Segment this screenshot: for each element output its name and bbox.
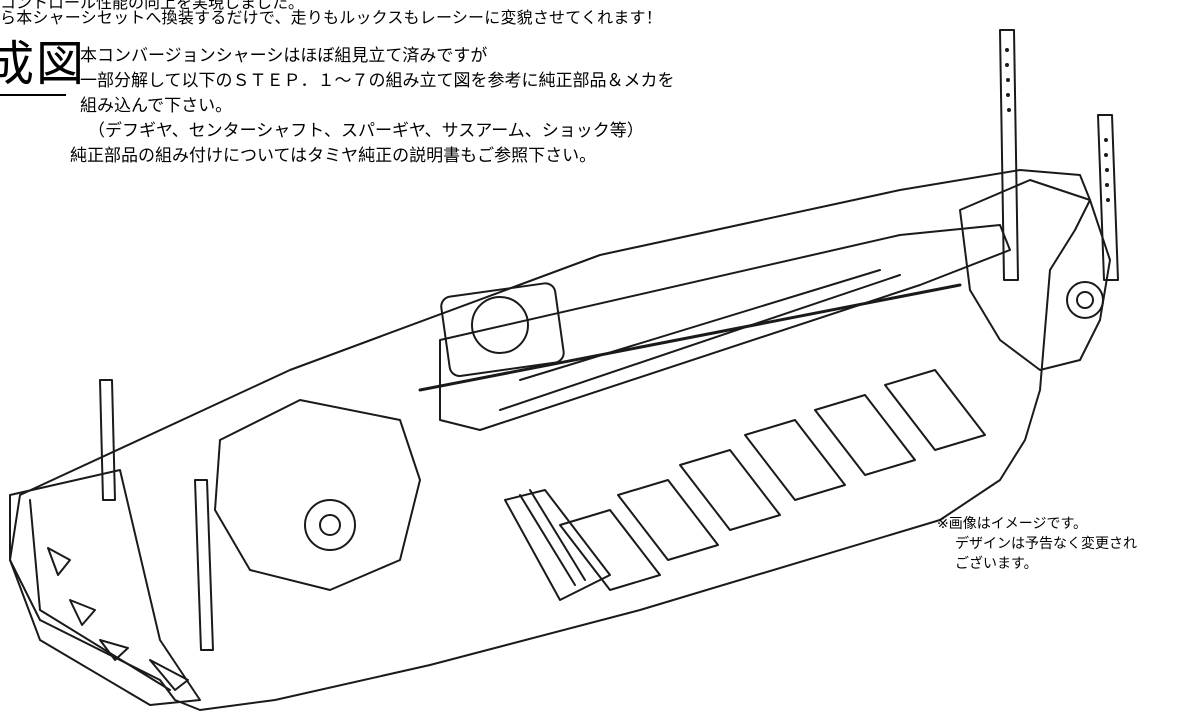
lower-deck-cutouts [559, 369, 986, 591]
front-body-post-left [99, 379, 116, 501]
motor-mount [440, 282, 565, 377]
assembly-instructions: 本コンバージョンシャーシはほぼ組見立て済みですが 一部分解して以下のＳＴＥＰ．１… [70, 44, 675, 169]
disclaimer-line-3: ございます。 [955, 556, 1038, 572]
disclaimer-line-1: ※画像はイメージです。 [937, 516, 1088, 532]
instruction-line-4: （デフギヤ、センターシャフト、スパーギヤ、サスアーム、ショック等） [88, 121, 644, 141]
rear-body-post-left [999, 29, 1019, 281]
instruction-line-2: 一部分解して以下のＳＴＥＰ．１〜７の組み立て図を参考に純正部品＆メカを [80, 71, 675, 91]
intro-line-2: ら本シャーシセットへ換装するだけで、走りもルックスもレーシーに変貌させてくれます… [0, 8, 662, 27]
instruction-line-1: 本コンバージョンシャーシはほぼ組見立て済みですが [80, 46, 488, 66]
battery-holder [504, 489, 611, 601]
instruction-line-3: 組み込んで下さい。 [80, 96, 233, 116]
upper-deck [439, 224, 1011, 431]
front-gearbox [214, 399, 421, 591]
disclaimer-line-2: デザインは予告なく変更され [955, 536, 1137, 552]
front-body-post-right [194, 479, 214, 651]
front-bumper [9, 469, 201, 706]
section-title: 成図 [0, 36, 87, 92]
instruction-line-5: 純正部品の組み付けについてはタミヤ純正の説明書もご参照下さい。 [70, 146, 597, 166]
image-disclaimer: ※画像はイメージです。 デザインは予告なく変更され ございます。 [937, 514, 1137, 574]
rear-body-post-right [1097, 114, 1119, 281]
main-chassis-plate [9, 169, 1091, 711]
center-shaft [418, 283, 962, 392]
rear-gearbox [959, 179, 1111, 371]
intro-line-1: コントロール性能の向上を実現しました。 [0, 0, 305, 12]
section-title-underline [0, 94, 66, 96]
